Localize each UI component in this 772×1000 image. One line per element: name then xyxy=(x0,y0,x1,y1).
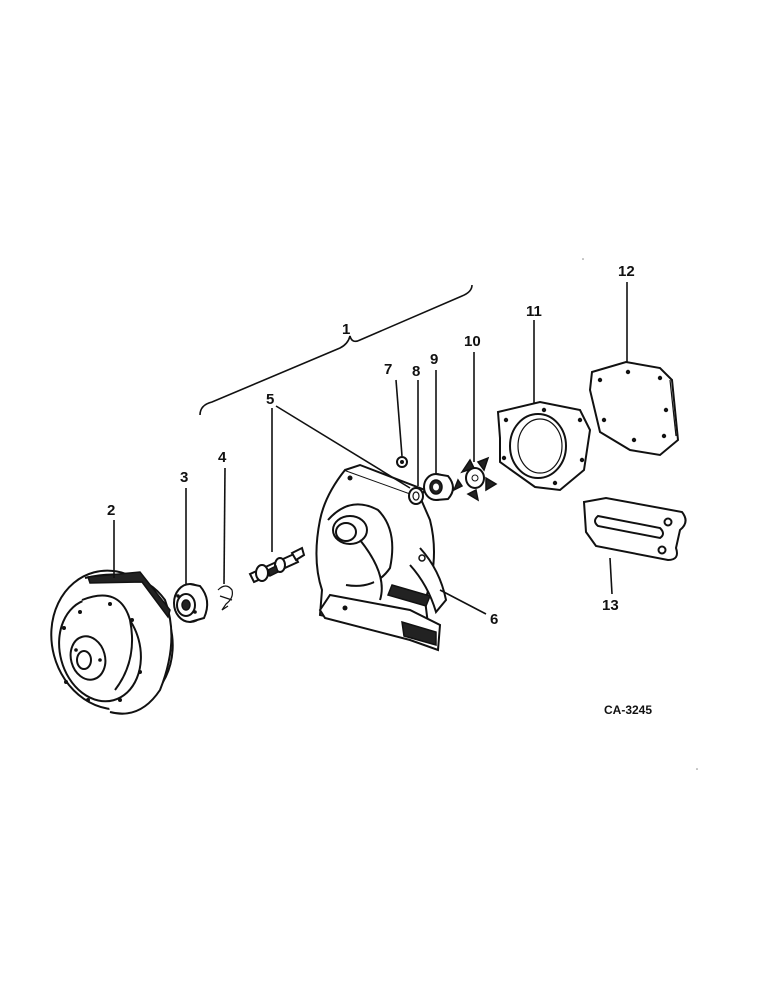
callout-6: 6 xyxy=(490,611,498,628)
pulley-part xyxy=(50,569,174,715)
hub-part xyxy=(173,583,209,623)
cover-plate-part xyxy=(588,360,680,457)
callout-3: 3 xyxy=(180,469,188,486)
figure-code: CA-3245 xyxy=(604,703,652,717)
seal-ring-part xyxy=(408,487,424,505)
nut-part xyxy=(396,456,408,468)
clip-part xyxy=(217,585,233,611)
callout-labels: 1 2 3 4 5 6 7 8 9 10 11 12 13 xyxy=(107,263,635,628)
callout-10: 10 xyxy=(464,333,481,350)
leader-lines xyxy=(113,282,628,615)
callout-9: 9 xyxy=(430,351,438,368)
callout-1: 1 xyxy=(342,321,350,338)
callout-8: 8 xyxy=(412,363,420,380)
seal-part xyxy=(423,473,454,501)
callout-13: 13 xyxy=(602,597,619,614)
adjusting-bracket-part xyxy=(582,496,687,562)
callout-7: 7 xyxy=(384,361,392,378)
callout-2: 2 xyxy=(107,502,115,519)
callout-4: 4 xyxy=(218,449,227,466)
pump-housing-part xyxy=(315,463,448,652)
callout-11: 11 xyxy=(526,303,542,320)
shaft-part xyxy=(248,546,306,584)
gasket-part xyxy=(496,400,592,492)
callout-5: 5 xyxy=(266,391,274,408)
impeller-part xyxy=(452,456,498,502)
group-bracket xyxy=(199,284,473,416)
callout-12: 12 xyxy=(618,263,635,280)
